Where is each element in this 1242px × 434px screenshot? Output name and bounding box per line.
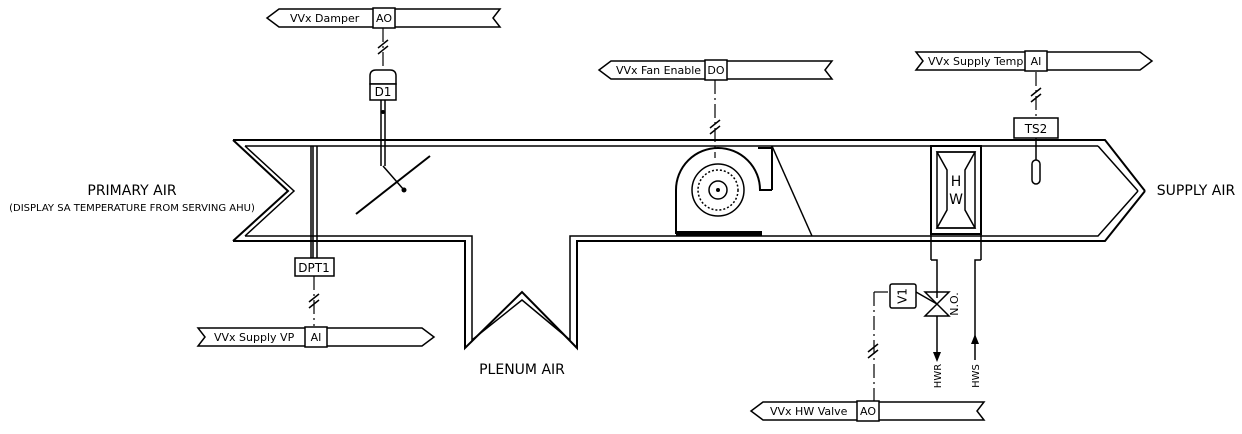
valve-tag: V1 (896, 288, 910, 304)
coil-label-w: W (949, 192, 963, 208)
point-damper-type: AO (376, 12, 392, 25)
point-supply-vp-label: VVx Supply VP (214, 331, 295, 344)
hw-piping: HWR HWS N.O. (915, 259, 982, 388)
point-damper-label: VVx Damper (290, 12, 360, 25)
point-fan-enable-type: DO (707, 64, 724, 77)
temperature-sensor: TS2 (1013, 72, 1059, 185)
point-supply-vp-type: AI (311, 331, 322, 344)
damper-actuator: D1 (369, 28, 397, 101)
point-hw-valve[interactable]: VVx HW Valve AO (749, 400, 986, 422)
hw-coil: H W (930, 145, 982, 260)
duct-outline (232, 139, 1146, 351)
point-supply-temp-type: AI (1031, 55, 1042, 68)
point-fan-enable-label: VVx Fan Enable (616, 64, 701, 77)
hws-label: HWS (971, 364, 982, 388)
pressure-tubes (310, 146, 318, 258)
pressure-transmitter: DPT1 (294, 257, 335, 326)
hwr-label: HWR (933, 364, 944, 388)
coil-label-h: H (951, 174, 962, 190)
damper-tag: D1 (375, 85, 392, 99)
pressure-tag: DPT1 (298, 261, 329, 275)
damper-assembly (355, 100, 431, 215)
point-supply-vp[interactable]: VVx Supply VP AI (196, 326, 436, 348)
temp-tag: TS2 (1024, 122, 1048, 136)
point-hw-valve-type: AO (860, 405, 876, 418)
point-supply-temp[interactable]: VVx Supply Temp AI (914, 50, 1154, 72)
supply-fan (675, 145, 813, 237)
primary-air-note: (DISPLAY SA TEMPERATURE FROM SERVING AHU… (9, 203, 255, 214)
point-fan-enable[interactable]: VVx Fan Enable DO (597, 59, 834, 81)
point-damper[interactable]: VVx Damper AO (265, 7, 502, 29)
plenum-air-label: PLENUM AIR (479, 362, 565, 378)
point-hw-valve-label: VVx HW Valve (770, 405, 848, 418)
valve-actuator: V1 (867, 283, 917, 402)
point-supply-temp-label: VVx Supply Temp (928, 55, 1023, 68)
supply-air-label: SUPPLY AIR (1157, 183, 1236, 199)
primary-air-label: PRIMARY AIR (87, 183, 176, 199)
fan-control-line (709, 80, 721, 158)
normally-open-label: N.O. (948, 292, 961, 315)
